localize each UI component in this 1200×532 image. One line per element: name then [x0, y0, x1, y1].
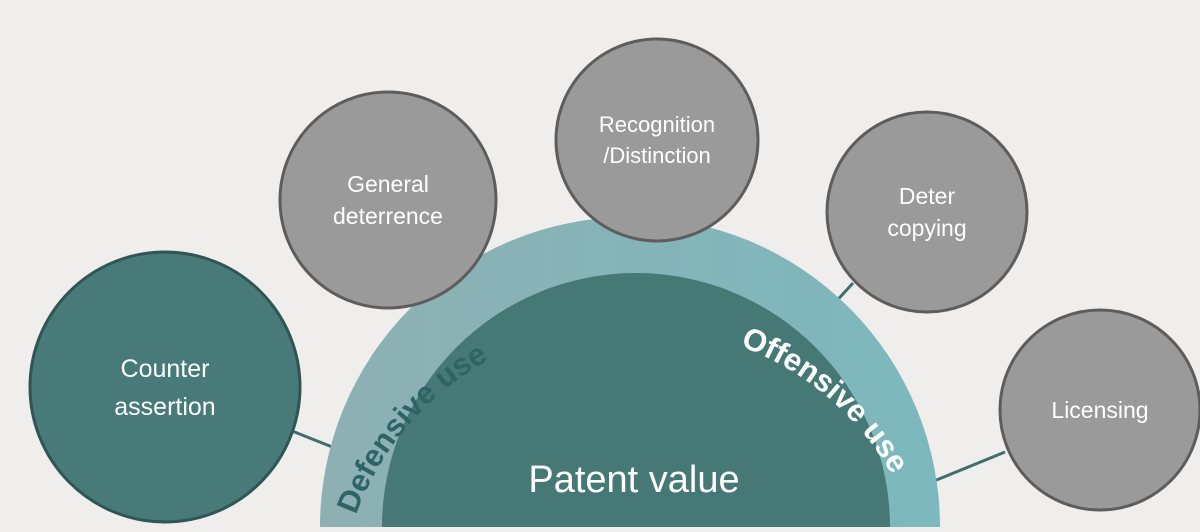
benefit-nodes: Counter assertion General deterrence Recogni… — [28, 37, 1200, 524]
node-label-counter-assertion-line-2: assertion — [114, 393, 215, 421]
node-counter-assertion: Counter assertion — [28, 250, 302, 524]
node-label-recognition-distinction-line-2: /Distinction — [603, 143, 711, 168]
node-label-general-deterrence-line-2: deterrence — [333, 203, 443, 229]
center-label: Patent value — [528, 459, 739, 501]
node-licensing: Licensing — [998, 308, 1200, 512]
node-circle-recognition-distinction — [554, 37, 760, 243]
center-half-circle — [382, 273, 890, 527]
node-label-counter-assertion-line-1: Counter — [121, 355, 210, 383]
node-circle-deter-copying — [825, 110, 1029, 314]
node-circle-counter-assertion — [28, 250, 302, 524]
node-general-deterrence: General deterrence — [278, 90, 498, 310]
node-circle-general-deterrence — [278, 90, 498, 310]
node-label-general-deterrence-line-1: General — [347, 171, 429, 197]
node-label-deter-copying-line-1: Deter — [899, 183, 956, 209]
node-label-recognition-distinction-line-1: Recognition — [599, 112, 715, 137]
node-label-licensing-line-1: Licensing — [1051, 397, 1148, 423]
node-circle-licensing — [998, 308, 1200, 512]
node-label-deter-copying-line-2: copying — [887, 215, 966, 241]
node-deter-copying: Deter copying — [825, 110, 1029, 314]
node-recognition-distinction: Recognition/Distinction — [554, 37, 760, 243]
